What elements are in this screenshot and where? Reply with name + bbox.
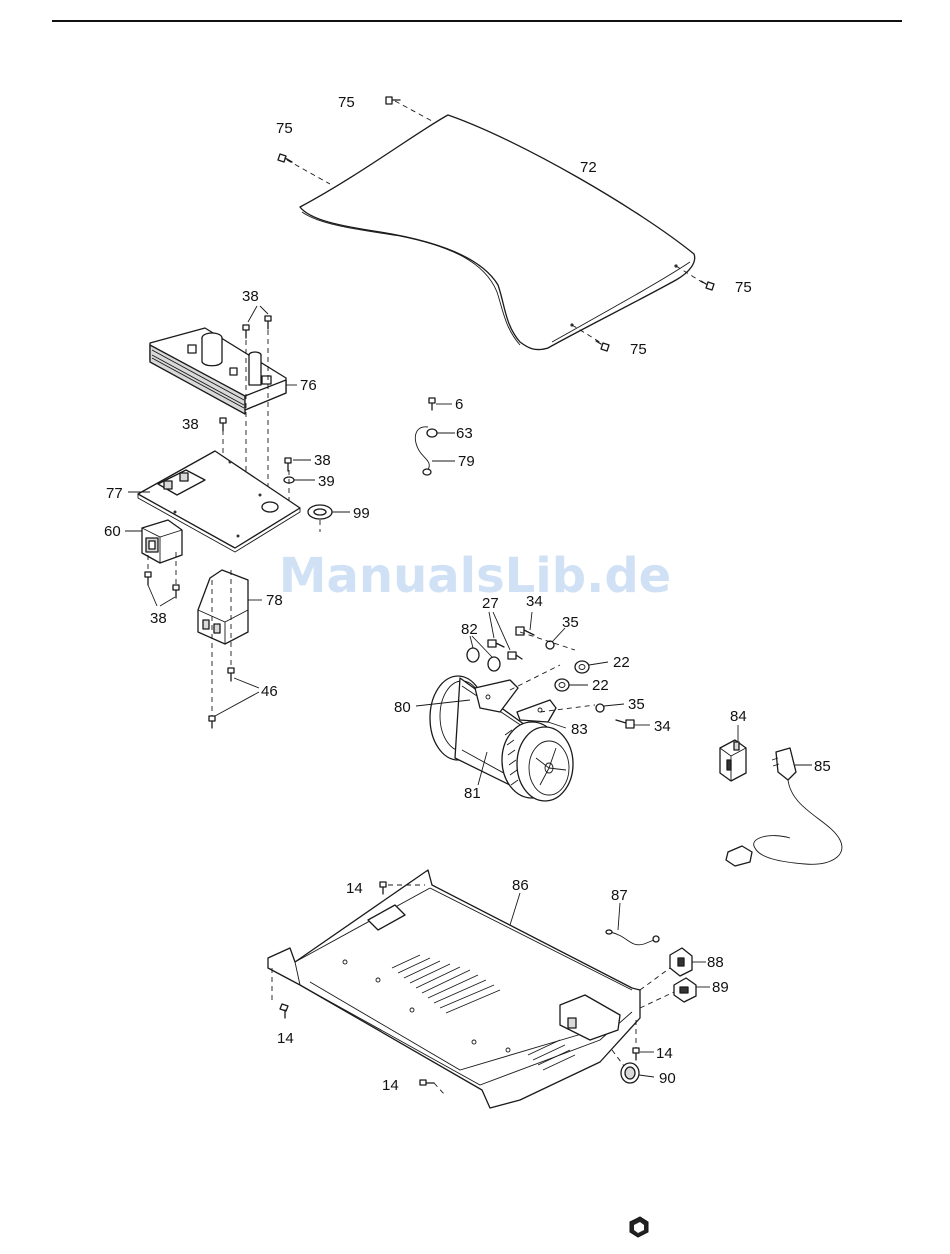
- screw-icon: [633, 1048, 639, 1060]
- switch-89: [674, 978, 696, 1002]
- label-89: 89: [712, 979, 729, 996]
- screw-icon: [243, 325, 249, 338]
- controller-board-76: [150, 328, 286, 414]
- cover-78: [198, 570, 248, 644]
- label-63: 63: [456, 425, 473, 442]
- screw-icon: [278, 154, 292, 162]
- bolt-icon: [488, 640, 504, 647]
- label-85: 85: [814, 758, 831, 775]
- screw-icon: [209, 716, 215, 728]
- screw-icon: [265, 316, 271, 329]
- label-90: 90: [659, 1070, 676, 1087]
- screw-icon: [380, 882, 386, 894]
- screw-icon: [285, 458, 291, 471]
- label-22: 22: [592, 677, 609, 694]
- bolt-icon: [616, 720, 634, 728]
- switch-88: [670, 948, 692, 976]
- label-79: 79: [458, 453, 475, 470]
- label-60: 60: [104, 523, 121, 540]
- screw-icon: [429, 398, 435, 410]
- screw-icon: [173, 585, 179, 598]
- label-22: 22: [613, 654, 630, 671]
- label-38: 38: [314, 452, 331, 469]
- label-39: 39: [318, 473, 335, 490]
- label-84: 84: [730, 708, 747, 725]
- label-76: 76: [300, 377, 317, 394]
- hood-part-72: [300, 115, 695, 350]
- label-88: 88: [707, 954, 724, 971]
- screw-icon: [145, 572, 151, 585]
- base-pan-86: [268, 870, 640, 1108]
- screw-icon: [701, 281, 714, 290]
- screw-icon: [420, 1080, 434, 1085]
- label-35: 35: [628, 696, 645, 713]
- knob-icon: [467, 648, 500, 671]
- label-14: 14: [656, 1045, 673, 1062]
- nut-icon: [575, 661, 589, 673]
- label-81: 81: [464, 785, 481, 802]
- label-46: 46: [261, 683, 278, 700]
- label-99: 99: [353, 505, 370, 522]
- label-38: 38: [150, 610, 167, 627]
- wire-87: [606, 930, 659, 945]
- motor-bracket-80: [475, 680, 518, 712]
- grommet-99: [308, 505, 332, 519]
- label-38: 38: [182, 416, 199, 433]
- label-82: 82: [461, 621, 478, 638]
- label-75: 75: [630, 341, 647, 358]
- label-86: 86: [512, 877, 529, 894]
- screw-icon: [596, 341, 609, 351]
- nut-icon: [427, 429, 437, 437]
- label-77: 77: [106, 485, 123, 502]
- circuit-breaker-84: [720, 740, 746, 781]
- label-38: 38: [242, 288, 259, 305]
- nut-icon: [555, 679, 569, 691]
- label-34: 34: [654, 718, 671, 735]
- label-35: 35: [562, 614, 579, 631]
- watermark-text: ManualsLib.de: [279, 548, 671, 604]
- label-14: 14: [277, 1030, 294, 1047]
- label-6: 6: [455, 396, 463, 413]
- label-83: 83: [571, 721, 588, 738]
- label-14: 14: [346, 880, 363, 897]
- label-80: 80: [394, 699, 411, 716]
- label-14: 14: [382, 1077, 399, 1094]
- screw-icon: [220, 418, 226, 431]
- label-75: 75: [735, 279, 752, 296]
- label-87: 87: [611, 887, 628, 904]
- screw-icon: [228, 668, 234, 681]
- label-75: 75: [338, 94, 355, 111]
- washer-icon: [596, 704, 604, 712]
- bolt-icon: [516, 627, 534, 635]
- label-72: 72: [580, 159, 597, 176]
- page-mark-icon: [630, 1217, 648, 1237]
- bolt-icon: [508, 652, 522, 659]
- label-75: 75: [276, 120, 293, 137]
- screw-icon: [280, 1004, 288, 1018]
